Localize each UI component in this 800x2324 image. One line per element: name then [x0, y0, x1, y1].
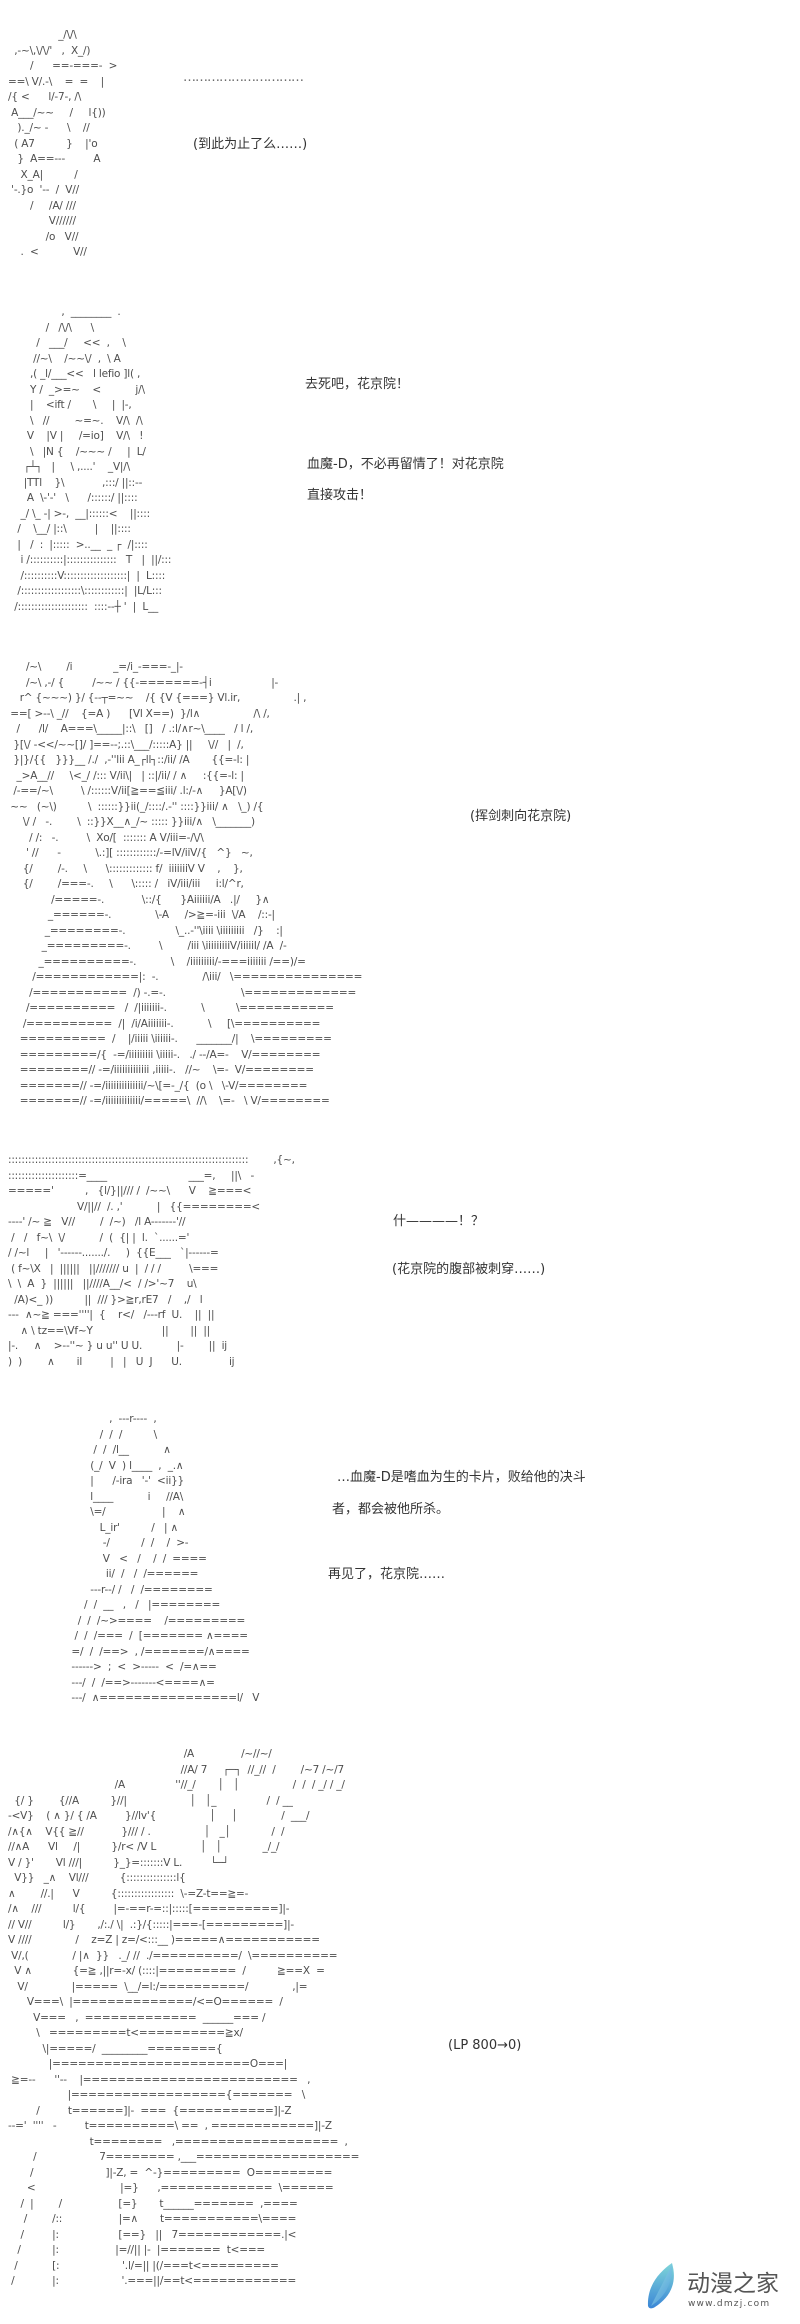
- dialogue-line: 再见了，花京院……: [328, 1567, 446, 1582]
- watermark-site-name: 动漫之家: [687, 2271, 779, 2297]
- leaf-icon: [647, 2263, 674, 2309]
- ascii-art-panel-2: , ________ . / /\/\ \ / ___/ << , \ //~\…: [14, 306, 172, 613]
- ellipsis-line: …………………………: [183, 70, 304, 85]
- life-points-line: (LP 800→0): [448, 2038, 522, 2053]
- ascii-art-panel-5: , ---r---- , / / / \ / / /l__ ∧ (_/ V ) …: [71, 1413, 260, 1704]
- ascii-art-panel-4: ::::::::::::::::::::::::::::::::::::::::…: [8, 1154, 295, 1368]
- dialogue-line: 什————！？: [393, 1214, 485, 1229]
- dialogue-line: 血魔-D，不必再留情了！对花京院: [307, 457, 504, 472]
- narration-line: (挥剑刺向花京院): [470, 809, 572, 824]
- ascii-art-panel-1: _/\/\ ,-~\,\/\/' , X_/) / ==-===- > ==\ …: [8, 29, 118, 258]
- narration-line: (花京院的腹部被刺穿……): [392, 1262, 546, 1277]
- dialogue-line: 者，都会被他所杀。: [332, 1502, 450, 1517]
- dialogue-line: 直接攻击！: [307, 488, 373, 503]
- dialogue-line: …血魔-D是嗜血为生的卡片，败给他的决斗: [337, 1470, 586, 1485]
- ascii-art-panel-6: /A /~//~/ //A/ 7 ┌─┐ //_// / /~7 /~/7 /A…: [8, 1748, 360, 2287]
- site-watermark: 动漫之家 www.dmzj.com: [645, 2260, 790, 2312]
- dialogue-line: 去死吧，花京院！: [305, 377, 410, 392]
- watermark-url: www.dmzj.com: [688, 2299, 771, 2309]
- dialogue-line: (到此为止了么……): [193, 137, 308, 152]
- ascii-art-panel-3: /~\ /i _=/i_-===-_|- /~\ ,-/ { /~~ / {{-…: [10, 661, 363, 1107]
